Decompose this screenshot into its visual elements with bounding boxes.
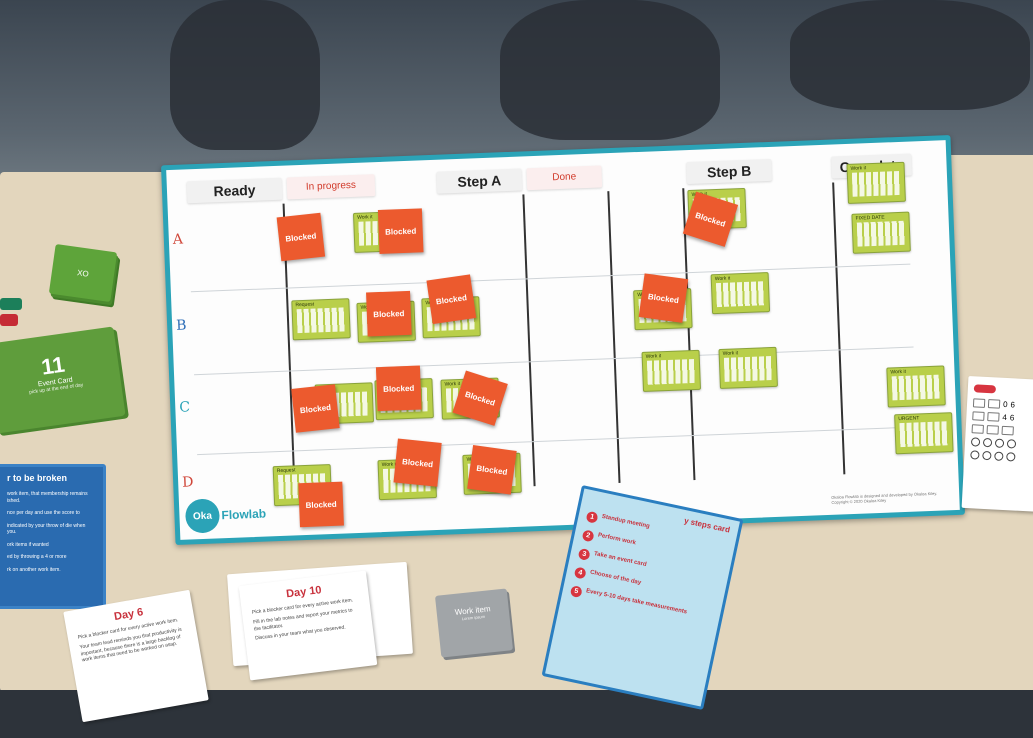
work-item-card[interactable]: Work it bbox=[710, 272, 771, 315]
blocked-card[interactable]: Blocked bbox=[291, 384, 340, 433]
oka-logo-icon: Oka bbox=[184, 498, 221, 534]
work-item-card[interactable]: Request bbox=[291, 298, 351, 341]
row-label-a: A bbox=[172, 231, 184, 248]
step-number: 2 bbox=[581, 529, 595, 543]
green-card-deck[interactable]: XO bbox=[48, 243, 118, 303]
step-text: Choose of the day bbox=[589, 569, 642, 587]
work-item-card[interactable]: Work it bbox=[846, 161, 906, 204]
score-row: 4 6 bbox=[972, 411, 1033, 424]
person-shadow-center bbox=[500, 0, 720, 140]
blocked-card[interactable]: Blocked bbox=[467, 445, 517, 495]
score-value: 6 bbox=[1010, 400, 1016, 410]
rules-line: ed by throwing a 4 or more bbox=[7, 554, 67, 560]
row-label-b: B bbox=[175, 317, 187, 334]
column-step-b: Step B bbox=[686, 158, 773, 185]
score-circle bbox=[994, 451, 1004, 461]
rules-title: r to be broken bbox=[7, 473, 68, 483]
rules-line: nce per day and use the score to bbox=[7, 510, 80, 516]
score-box bbox=[1001, 425, 1014, 436]
work-item-card[interactable]: URGENT bbox=[894, 412, 954, 455]
row-divider bbox=[194, 346, 914, 376]
oka-logo-icon bbox=[973, 384, 997, 394]
marker-green bbox=[0, 298, 22, 310]
rules-line: rk on another work item. bbox=[7, 566, 61, 573]
score-sheet[interactable]: 0 6 4 6 bbox=[961, 375, 1033, 513]
marker-red bbox=[0, 314, 18, 326]
score-box bbox=[972, 398, 986, 408]
logo-text: Flowlab bbox=[221, 506, 267, 523]
column-done: Done bbox=[526, 165, 603, 191]
score-circle bbox=[970, 450, 980, 460]
score-row bbox=[970, 437, 1033, 450]
score-box bbox=[987, 412, 1000, 422]
work-item-card[interactable]: Work it bbox=[718, 346, 778, 390]
score-row: 0 6 bbox=[972, 398, 1033, 411]
step-number: 3 bbox=[577, 547, 591, 561]
blocked-card[interactable]: Blocked bbox=[276, 212, 326, 262]
column-ready: Ready bbox=[186, 177, 283, 204]
score-box bbox=[987, 399, 1001, 409]
rules-line: indicated by your throw of die when you. bbox=[7, 522, 86, 536]
day-6-card[interactable]: Day 6 Pick a blocker card for every acti… bbox=[63, 589, 209, 723]
work-item-deck[interactable]: Work item Lorem ipsum bbox=[434, 588, 514, 658]
step-text: Take an event card bbox=[593, 551, 648, 569]
score-circle bbox=[1006, 439, 1017, 449]
blocked-card[interactable]: Blocked bbox=[375, 365, 422, 412]
work-item-card[interactable]: Work it bbox=[886, 365, 946, 408]
board-credit: Okaloa Flowlab is designed and developed… bbox=[831, 490, 938, 505]
score-value: 0 bbox=[1002, 399, 1008, 410]
step-text: Perform work bbox=[597, 532, 637, 547]
score-circle bbox=[1006, 452, 1016, 462]
kanban-board: Ready In progress Step A Done Step B Com… bbox=[160, 134, 966, 546]
step-number: 1 bbox=[585, 510, 599, 524]
blocked-card[interactable]: Blocked bbox=[298, 481, 344, 528]
blocked-card[interactable]: Blocked bbox=[377, 208, 424, 254]
score-box bbox=[972, 411, 985, 421]
score-box bbox=[986, 425, 999, 435]
rules-card: r to be broken work item, that membershi… bbox=[0, 464, 106, 609]
blocked-card[interactable]: Blocked bbox=[366, 290, 412, 337]
rules-line: work item, that membership remains ished… bbox=[7, 491, 88, 504]
column-step-a: Step A bbox=[436, 168, 523, 194]
blocked-card[interactable]: Blocked bbox=[638, 273, 689, 323]
work-item-card[interactable]: Work it bbox=[641, 349, 702, 392]
blocked-card[interactable]: Blocked bbox=[393, 438, 442, 487]
score-row bbox=[970, 450, 1033, 463]
score-row bbox=[971, 424, 1033, 437]
score-circle bbox=[982, 450, 992, 461]
row-label-d: D bbox=[181, 474, 194, 491]
person-shadow-right bbox=[790, 0, 1030, 110]
column-in-progress: In progress bbox=[286, 174, 376, 200]
work-item-card[interactable]: FIXED DATE bbox=[851, 211, 911, 254]
person-shadow-left bbox=[170, 0, 320, 150]
row-divider bbox=[190, 263, 911, 293]
step-number: 5 bbox=[569, 585, 583, 599]
step-number: 4 bbox=[573, 566, 587, 580]
event-card-deck[interactable]: 11 Event Card pick up at the end of day bbox=[0, 326, 126, 434]
rules-line: ork items if wanted bbox=[7, 541, 49, 548]
score-value: 6 bbox=[1009, 413, 1015, 423]
day-10-card[interactable]: Day 10 Pick a blocker card for every act… bbox=[238, 570, 378, 681]
score-value: 4 bbox=[1002, 412, 1008, 423]
flowlab-logo: Oka Flowlab bbox=[184, 497, 267, 534]
score-circle bbox=[982, 437, 993, 448]
row-label-c: C bbox=[179, 399, 191, 416]
score-circle bbox=[970, 437, 981, 447]
score-circle bbox=[994, 438, 1005, 448]
blocked-card[interactable]: Blocked bbox=[426, 274, 477, 325]
score-box bbox=[971, 424, 984, 434]
